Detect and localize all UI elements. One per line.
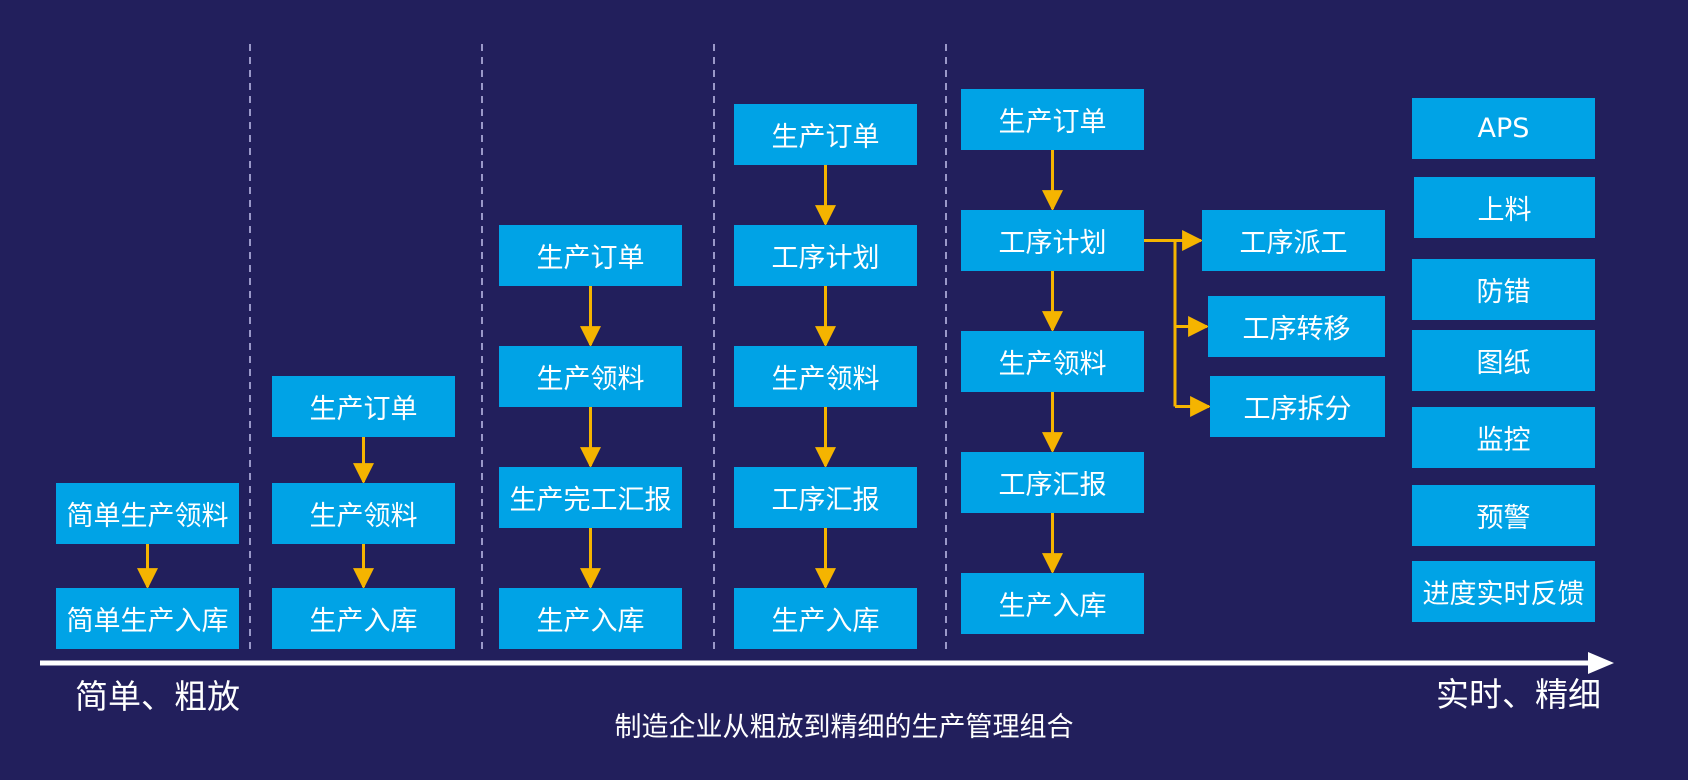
flow-box: 简单生产领料 — [56, 483, 239, 544]
axis-end-label: 实时、精细 — [1436, 675, 1601, 714]
flow-box: 生产订单 — [499, 225, 682, 286]
flow-box: 生产入库 — [272, 588, 455, 649]
feature-box: 进度实时反馈 — [1412, 561, 1595, 622]
feature-box: 防错 — [1412, 259, 1595, 320]
flow-box: 简单生产入库 — [56, 588, 239, 649]
flow-box: 生产订单 — [961, 89, 1144, 150]
flow-box: 生产领料 — [499, 346, 682, 407]
feature-box: 上料 — [1414, 177, 1595, 238]
branch-box: 工序派工 — [1202, 210, 1385, 271]
flow-box: 工序汇报 — [734, 467, 917, 528]
flow-box: 工序计划 — [734, 225, 917, 286]
flow-box: 生产入库 — [734, 588, 917, 649]
branch-box: 工序转移 — [1208, 296, 1385, 357]
flow-box: 生产领料 — [734, 346, 917, 407]
progress-axis — [40, 652, 1614, 674]
flow-box: 生产入库 — [961, 573, 1144, 634]
branch-box: 工序拆分 — [1210, 376, 1385, 437]
flow-connectors — [137, 150, 1212, 590]
flow-box: 生产入库 — [499, 588, 682, 649]
flow-box: 生产订单 — [272, 376, 455, 437]
flow-box: 生产领料 — [272, 483, 455, 544]
diagram-caption: 制造企业从粗放到精细的生产管理组合 — [614, 712, 1074, 743]
axis-arrowhead — [1588, 652, 1614, 674]
flow-box: 生产领料 — [961, 331, 1144, 392]
flow-box: 生产完工汇报 — [499, 467, 682, 528]
feature-box: 监控 — [1412, 407, 1595, 468]
feature-box: 图纸 — [1412, 330, 1595, 391]
flow-box: 工序计划 — [961, 210, 1144, 271]
flow-box: 生产订单 — [734, 104, 917, 165]
feature-box: APS — [1412, 98, 1595, 159]
stage-dividers — [249, 44, 947, 650]
feature-box: 预警 — [1412, 485, 1595, 546]
flow-box: 工序汇报 — [961, 452, 1144, 513]
axis-start-label: 简单、粗放 — [75, 677, 240, 716]
